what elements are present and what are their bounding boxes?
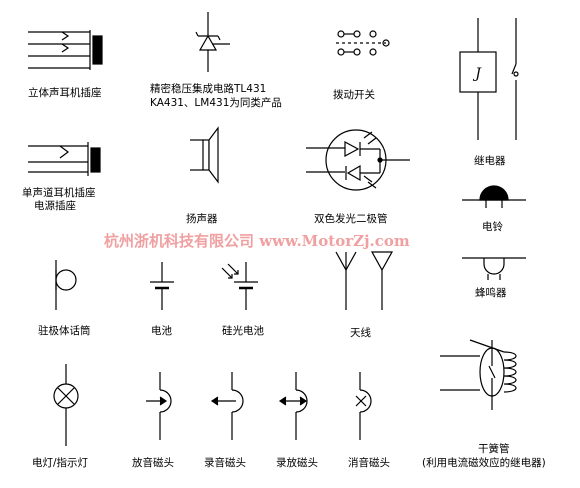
speaker-symbol <box>190 126 219 184</box>
erase-head-symbol <box>355 372 372 440</box>
toggle-switch-label: 拨动开关 <box>333 88 375 101</box>
buzzer-symbol <box>462 257 526 280</box>
record-head-symbol <box>210 372 244 440</box>
play-head-symbol <box>146 372 172 440</box>
speaker-label: 扬声器 <box>186 212 218 225</box>
solar-cell-label: 硅光电池 <box>222 324 264 337</box>
mono-jack-symbol <box>28 142 101 176</box>
mono-jack-label-line2: 电源插座 <box>34 199 76 212</box>
bell-label: 电铃 <box>482 220 503 233</box>
electret-mic-symbol <box>55 260 77 310</box>
relay-coil-letter: J <box>472 66 482 82</box>
toggle-switch-symbol <box>336 30 390 56</box>
buzzer-label: 蜂鸣器 <box>475 286 507 299</box>
bell-symbol <box>462 185 526 208</box>
reed-switch-symbol <box>440 339 517 410</box>
stereo-jack-symbol <box>28 30 103 70</box>
rec-play-head-label: 录放磁头 <box>276 456 318 469</box>
battery-label: 电池 <box>151 324 172 337</box>
lamp-label: 电灯/指示灯 <box>32 456 89 469</box>
reed-switch-label-line1: 干簧管 <box>478 442 510 455</box>
play-head-label: 放音磁头 <box>132 456 174 469</box>
reed-switch-label-line2: (利用电流磁效应的继电器) <box>422 456 546 469</box>
record-head-label: 录音磁头 <box>204 456 246 469</box>
relay-label: 继电器 <box>474 154 506 167</box>
mono-jack-label-line1: 单声道耳机插座 <box>22 186 96 199</box>
lamp-symbol <box>53 364 79 446</box>
bicolor-led-symbol <box>306 129 410 191</box>
watermark-text: 杭州浙机科技有限公司 www.MotorZj.com <box>104 232 410 250</box>
tl431-label-line2: KA431、LM431为同类产品 <box>150 96 282 109</box>
stereo-jack-label: 立体声耳机插座 <box>28 86 102 99</box>
solar-cell-symbol <box>221 262 258 310</box>
antenna-symbol-b <box>370 251 394 310</box>
antenna-symbol-a <box>335 251 357 310</box>
antenna-label: 天线 <box>350 326 371 339</box>
tl431-symbol <box>195 12 230 72</box>
tl431-label-line1: 精密稳压集成电路TL431 <box>150 82 266 95</box>
bicolor-led-label: 双色发光二极管 <box>314 212 388 225</box>
electret-mic-label: 驻极体话筒 <box>38 324 91 337</box>
battery-symbol <box>150 262 174 310</box>
relay-symbol <box>459 18 519 140</box>
rec-play-head-symbol <box>278 372 308 440</box>
erase-head-label: 消音磁头 <box>348 456 390 469</box>
